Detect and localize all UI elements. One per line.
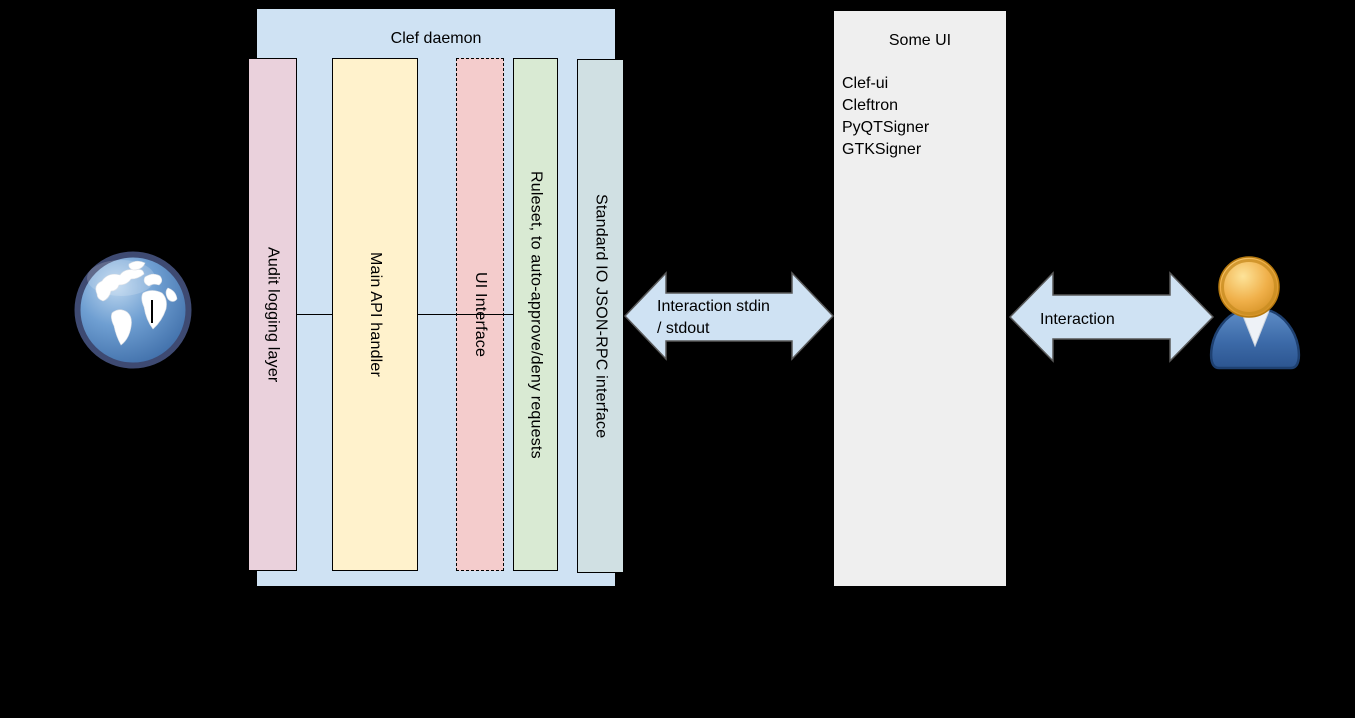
some-ui-title: Some UI: [888, 32, 952, 49]
layer-label: Ruleset, to auto-approve/deny requests: [527, 170, 545, 459]
layer-stdio-jsonrpc: Standard IO JSON-RPC interface: [577, 59, 624, 573]
stdio-arrow-label-line1: Interaction stdin: [657, 298, 770, 315]
user-arrow-label-line1: Interaction: [1040, 311, 1115, 328]
user-icon: [1209, 256, 1301, 370]
some-ui-box: Some UI Clef-ui Cleftron PyQTSigner GTKS…: [833, 10, 1007, 587]
layer-label: Standard IO JSON-RPC interface: [592, 193, 610, 439]
text-cursor: [151, 300, 153, 323]
layer-main-api-handler: Main API handler: [332, 58, 418, 571]
connector-line: [417, 314, 514, 315]
connector-line: [296, 314, 333, 315]
list-item: Cleftron: [842, 97, 899, 114]
layer-label: Audit logging layer: [264, 246, 282, 383]
list-item: GTKSigner: [842, 141, 922, 158]
list-item: Clef-ui: [842, 75, 889, 92]
some-ui-list: Clef-ui Cleftron PyQTSigner GTKSigner: [842, 73, 929, 161]
stdio-arrow-label: Interaction stdin / stdout: [657, 296, 770, 340]
clef-daemon-title: Clef daemon: [390, 30, 482, 47]
layer-audit-logging: Audit logging layer: [248, 58, 297, 571]
user-arrow-label: Interaction: [1040, 309, 1115, 331]
stdio-arrow-label-line2: / stdout: [657, 320, 710, 337]
globe-icon: [74, 251, 192, 369]
layer-label: Main API handler: [367, 251, 384, 378]
layer-ruleset: Ruleset, to auto-approve/deny requests: [513, 58, 558, 571]
list-item: PyQTSigner: [842, 119, 930, 136]
user-interaction-arrow: [1008, 271, 1215, 363]
stdio-interaction-arrow: [623, 271, 835, 361]
clef-daemon-box: Clef daemon: [256, 8, 616, 587]
